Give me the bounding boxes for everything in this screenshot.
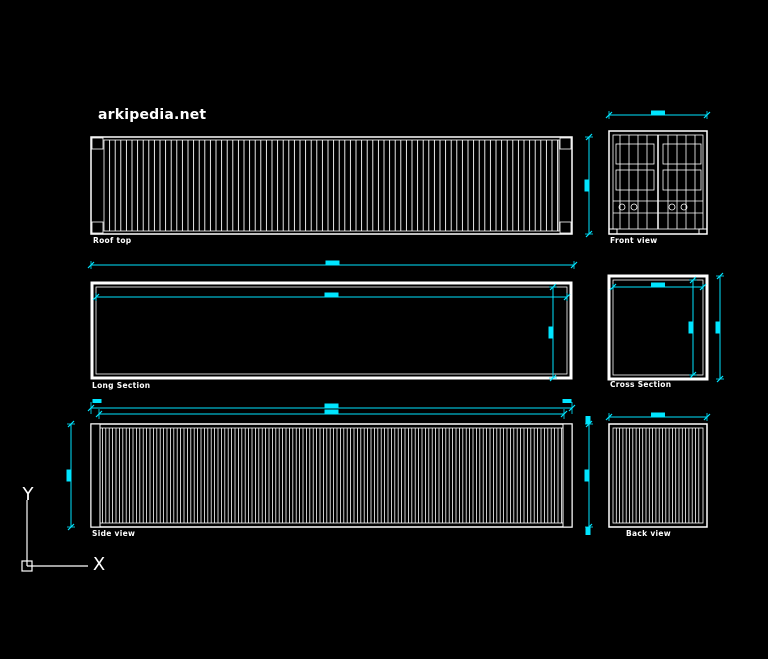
dimension-lines xyxy=(66,110,724,535)
label-front-view: Front view xyxy=(610,236,658,245)
label-cross-section: Cross Section xyxy=(610,380,672,389)
back-view xyxy=(608,423,708,528)
side-view xyxy=(90,423,573,528)
roof-top-view xyxy=(90,136,573,235)
container-geometry xyxy=(90,130,709,528)
front-view xyxy=(608,130,708,235)
label-back-view: Back view xyxy=(626,529,671,538)
ucs-icon: Y X xyxy=(21,484,105,575)
label-long-section: Long Section xyxy=(92,381,151,390)
cross-section-view xyxy=(607,274,709,381)
label-side-view: Side view xyxy=(92,529,136,538)
ucs-x-label: X xyxy=(93,554,105,575)
label-roof-top: Roof top xyxy=(93,236,132,245)
long-section-view xyxy=(90,281,573,380)
watermark-text: arkipedia.net xyxy=(98,107,207,123)
ucs-y-label: Y xyxy=(22,484,35,505)
